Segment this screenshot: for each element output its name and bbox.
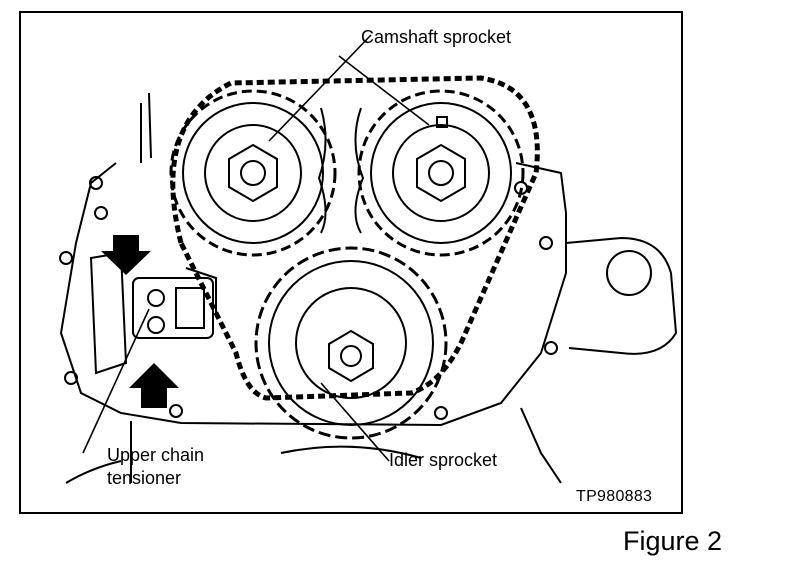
- cover-bolt: [539, 236, 553, 250]
- tensioner-label-line2: tensioner: [107, 468, 182, 488]
- cover-bolt: [544, 341, 558, 355]
- timing-chain: [170, 75, 540, 401]
- tensioner-label-line1: Upper chain: [107, 445, 205, 465]
- figure-code: TP980883: [576, 488, 653, 505]
- cover-bolt: [59, 251, 73, 265]
- camshaft-sprocket-right: [357, 89, 525, 257]
- engine-timing-illustration: [59, 34, 678, 484]
- arrow-down-icon: [101, 235, 151, 275]
- cover-bolt: [89, 176, 103, 190]
- idler-sprocket-label: Idler sprocket: [389, 450, 498, 470]
- engine-cover-outline: [59, 162, 567, 427]
- diagram-frame: Camshaft sprocket Upper chain tensioner …: [19, 11, 683, 514]
- arrow-up-icon: [129, 363, 179, 408]
- cover-bolt: [94, 206, 108, 220]
- upper-chain-tensioner: [89, 251, 217, 375]
- leader-tensioner: [82, 308, 150, 454]
- water-pump-housing: [565, 236, 678, 355]
- cover-bolt: [64, 371, 78, 385]
- camshaft-sprocket-left: [169, 89, 337, 257]
- cover-bolt: [169, 404, 183, 418]
- idler-sprocket: [254, 246, 448, 440]
- leader-idler: [320, 382, 390, 462]
- figure-caption: Figure 2: [623, 526, 723, 556]
- cover-bolt: [434, 406, 448, 420]
- camshaft-sprocket-label: Camshaft sprocket: [361, 27, 512, 47]
- leader-camshaft-left: [268, 34, 372, 142]
- leader-camshaft-right: [338, 55, 430, 126]
